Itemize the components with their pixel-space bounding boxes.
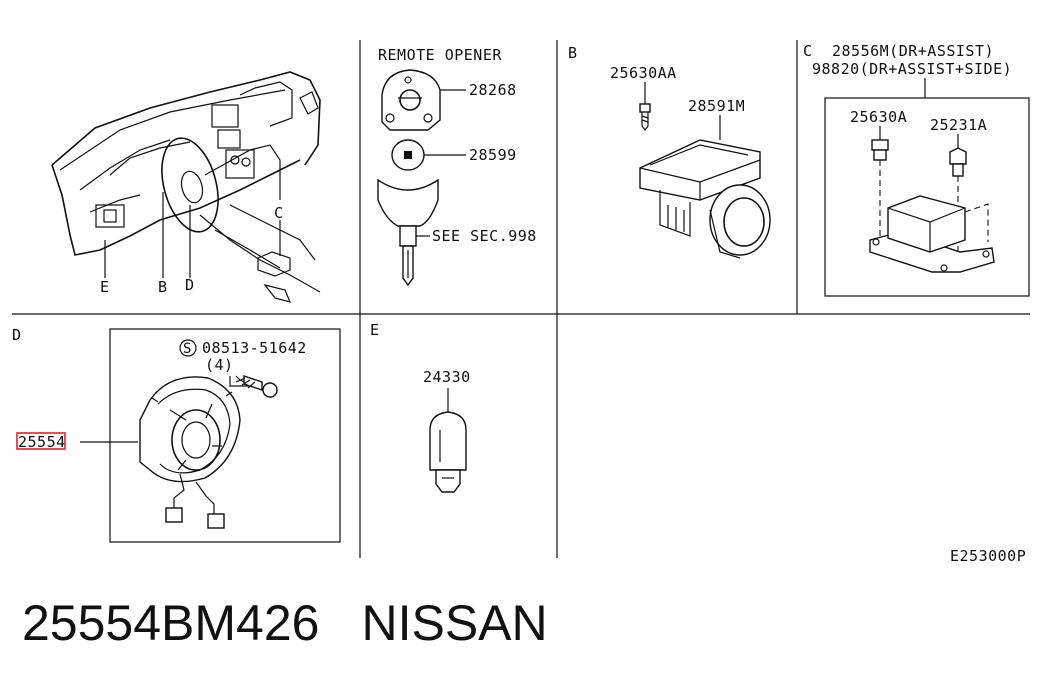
screw-qty: (4) [205,356,234,374]
dashboard-overview-illustration [51,71,321,303]
screw-code: 08513-51642 [202,339,307,357]
section-c-letter: C [803,42,813,60]
d-detail-box [109,328,341,543]
immobilizer-antenna-illustration [639,139,771,259]
part-28599: 28599 [469,146,517,164]
screw-illustration-b [639,103,651,131]
part-28591M: 28591M [688,97,745,115]
s-symbol: S [179,339,197,357]
airbag-sensor-illustration [869,126,995,273]
part-28268: 28268 [469,81,517,99]
see-section-note: SEE SEC.998 [432,227,537,245]
part-25630A: 25630A [850,108,907,126]
screw-symbol: S [183,341,192,357]
battery-illustration [391,139,466,171]
section-b-letter: B [568,44,578,62]
callout-d: D [185,276,195,294]
diagram-code: E253000P [950,547,1026,565]
callout-c: C [274,204,284,222]
part-25231A: 25231A [930,116,987,134]
part-number: 25554BM426 [22,595,320,651]
part-25630AA: 25630AA [610,64,677,82]
highlight-box [16,432,66,450]
remote-opener-title: REMOTE OPENER [378,46,502,64]
c-detail-box [824,97,1030,297]
horn-speaker-illustration [139,375,278,529]
callout-e: E [100,278,110,296]
panel-dividers [12,40,1030,558]
section-e-letter: E [370,321,380,339]
bulb-illustration [429,411,467,493]
key-blade-illustration [377,178,439,287]
part-24330: 24330 [423,368,471,386]
part-25554: 25554 [18,433,66,451]
c-line1: 28556M(DR+ASSIST) [832,42,994,60]
remote-opener-case-illustration [381,69,466,131]
c-line2: 98820(DR+ASSIST+SIDE) [812,60,1012,78]
section-d-letter: D [12,326,22,344]
callout-b: B [158,278,168,296]
brand-name: NISSAN [361,595,548,651]
part-title: 25554BM426 NISSAN [22,594,548,652]
